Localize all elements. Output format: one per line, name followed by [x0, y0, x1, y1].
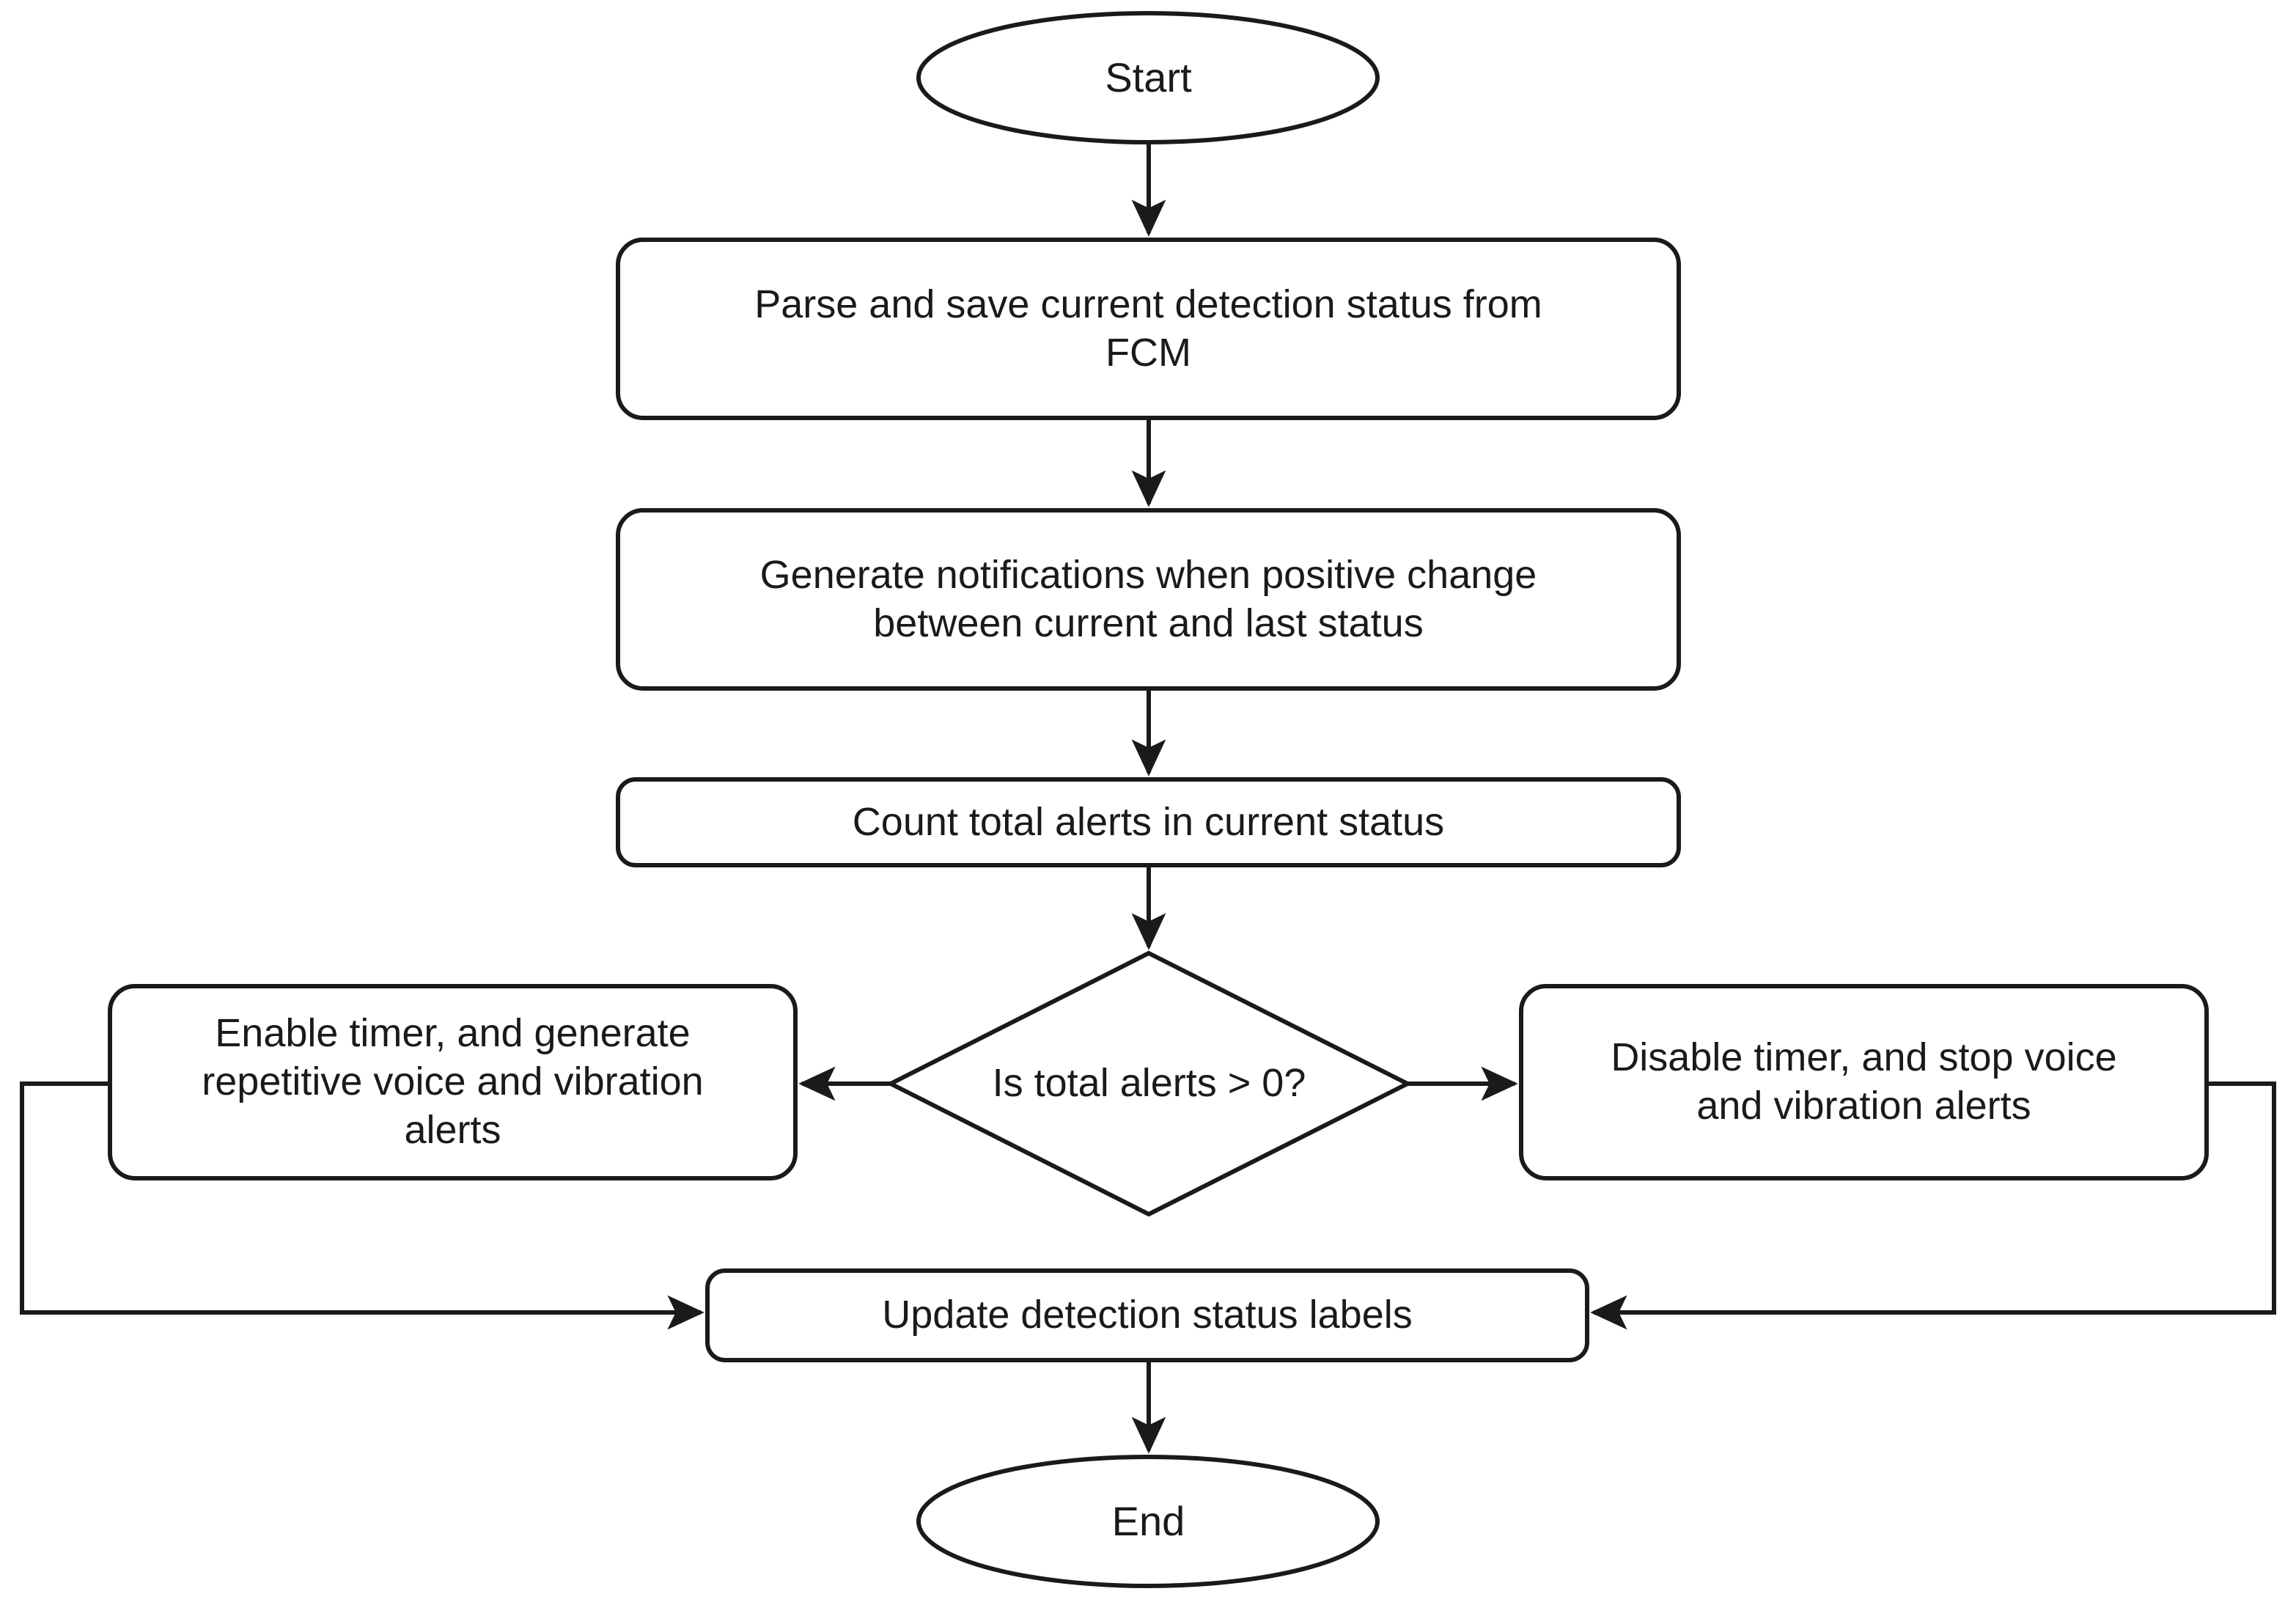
- node-notify-shape: [616, 508, 1681, 691]
- edge-disable-to-update: [1590, 1081, 2276, 1330]
- node-end-shape: [916, 1455, 1380, 1588]
- node-parse-shape: [616, 238, 1681, 420]
- node-start-shape: [916, 11, 1380, 144]
- edge-enable-to-update: [20, 1081, 704, 1330]
- node-decision-shape: [886, 950, 1413, 1217]
- node-disable-shape: [1519, 984, 2209, 1180]
- node-update-shape: [705, 1268, 1589, 1362]
- node-count-shape: [616, 777, 1681, 867]
- node-enable-shape: [108, 984, 798, 1180]
